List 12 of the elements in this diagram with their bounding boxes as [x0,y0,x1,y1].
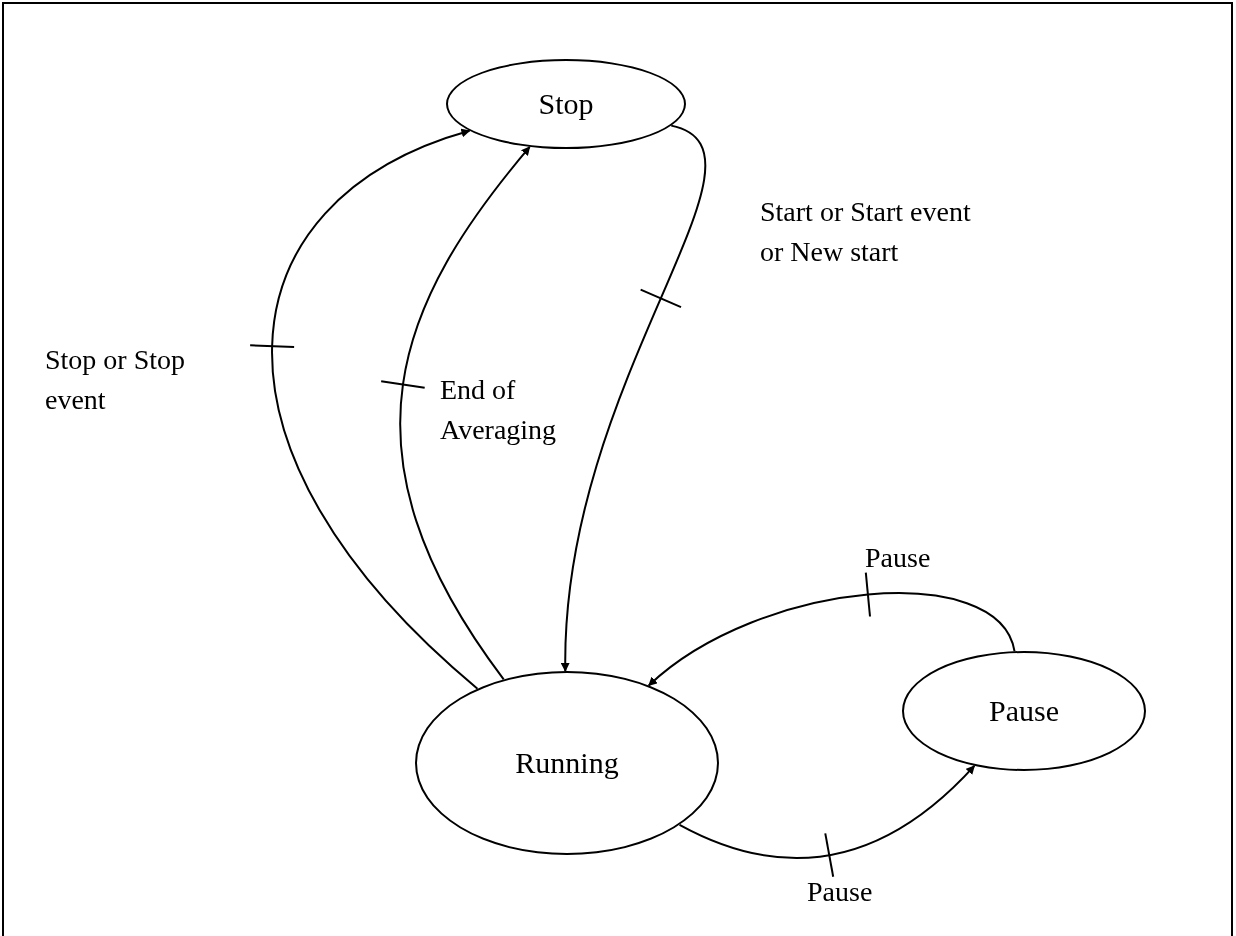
state-name: Pause [989,693,1059,730]
state-name: Stop [538,86,594,123]
transition-arrow [647,571,1016,687]
transition-arrow [561,124,706,672]
edge-label: Stop or Stop event [45,343,187,417]
transition-arrow [249,129,479,690]
transition-arrow [678,764,976,878]
state-name: Running [515,745,619,782]
edge-label: Pause [865,541,931,575]
edge-label: Start or Start event or New start [760,195,972,269]
edge-label: End of Averaging [440,373,558,447]
edge-label: Pause [807,875,873,909]
